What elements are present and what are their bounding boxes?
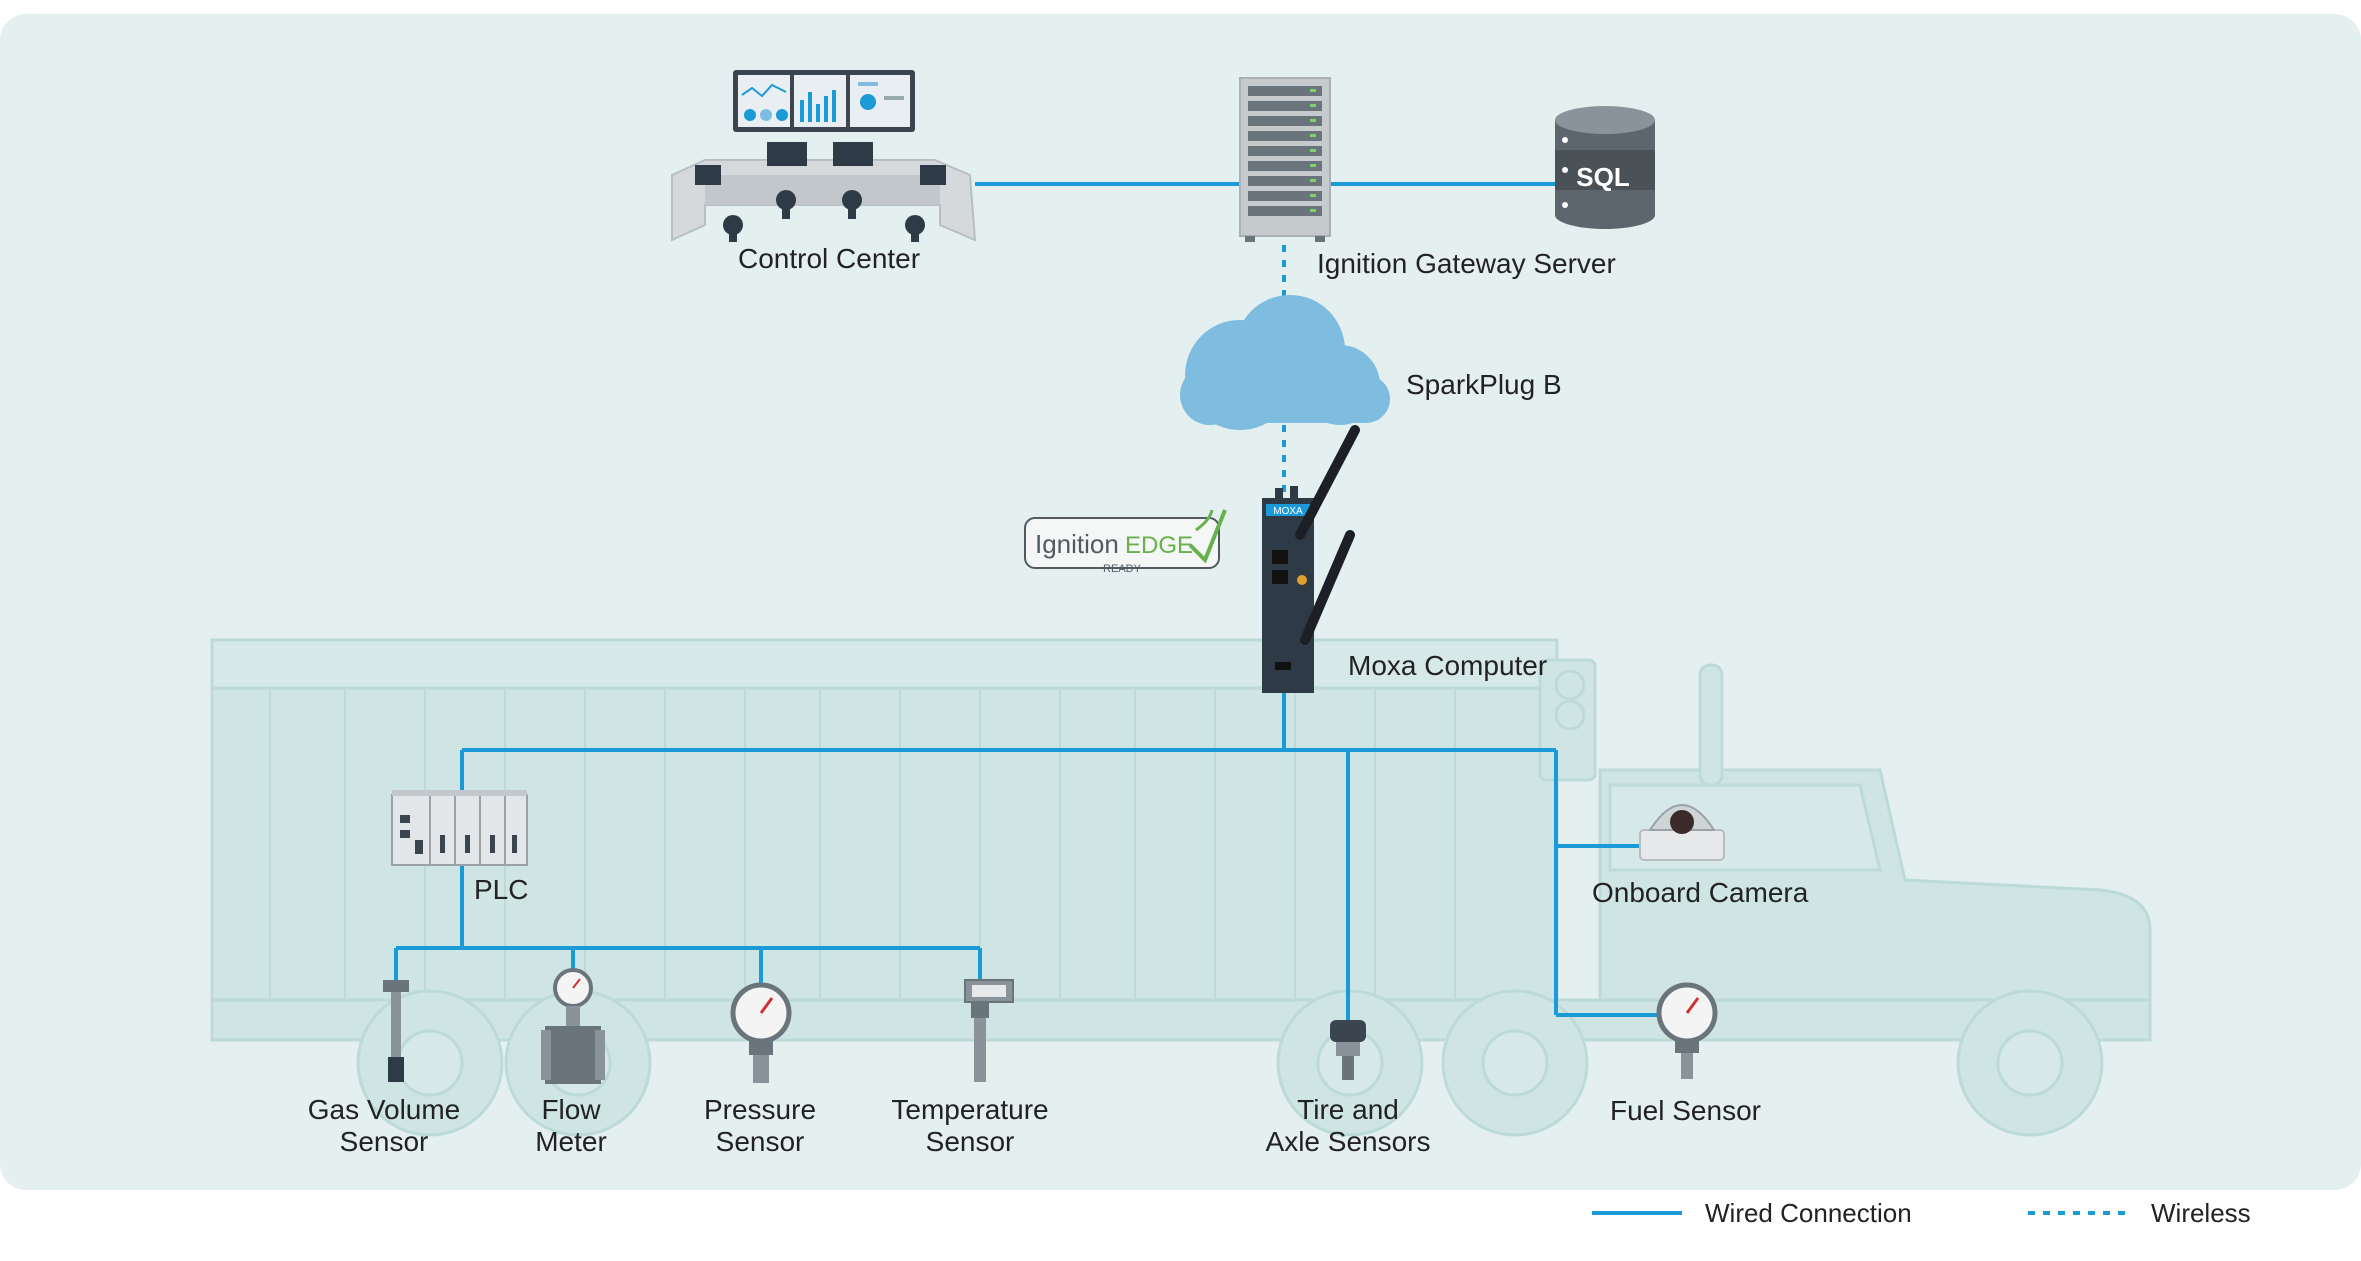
sparkplug-cloud-icon (1180, 295, 1390, 430)
edge-logo-ignition: Ignition (1035, 529, 1119, 559)
fuel-sensor-label: Fuel Sensor (1610, 1095, 1761, 1126)
moxa-computer-label: Moxa Computer (1348, 650, 1548, 681)
gateway-server-label: Ignition Gateway Server (1317, 248, 1616, 279)
pressure-line2: Sensor (715, 1126, 805, 1157)
temperature-sensor-label: Temperature Sensor (880, 1094, 1060, 1158)
plc-icon (391, 790, 528, 866)
gas-volume-sensor-label: Gas Volume Sensor (296, 1094, 472, 1158)
onboard-camera-label: Onboard Camera (1592, 877, 1809, 908)
gas-volume-line1: Gas Volume (307, 1094, 461, 1125)
sql-database-icon: SQL (1555, 106, 1655, 229)
legend-wireless-label: Wireless (2151, 1198, 2251, 1228)
ignition-edge-logo: Ignition EDGE READY (1024, 509, 1227, 575)
control-center-icon (671, 70, 977, 242)
temperature-line2: Sensor (925, 1126, 1015, 1157)
pressure-line1: Pressure (703, 1094, 817, 1125)
wired-connections (394, 182, 1660, 1020)
tire-axle-sensor-label: Tire and Axle Sensors (1248, 1094, 1448, 1158)
sparkplug-label: SparkPlug B (1406, 369, 1562, 400)
temperature-line1: Temperature (891, 1094, 1049, 1125)
plc-label: PLC (474, 874, 529, 905)
gas-volume-sensor-icon (383, 980, 409, 1082)
flow-meter-icon (541, 968, 605, 1084)
control-center-label: Control Center (738, 243, 921, 274)
tire-axle-sensor-icon (1330, 1020, 1366, 1080)
flow-meter-line1: Flow (541, 1094, 601, 1125)
temperature-sensor-icon (964, 979, 1014, 1082)
gateway-server-icon (1239, 77, 1331, 242)
flow-meter-line2: Meter (535, 1126, 607, 1157)
gas-volume-line2: Sensor (339, 1126, 429, 1157)
edge-logo-edge: EDGE (1125, 532, 1193, 559)
tire-axle-line1: Tire and (1297, 1094, 1399, 1125)
flow-meter-label: Flow Meter (511, 1094, 631, 1158)
edge-logo-ready: READY (1103, 563, 1142, 575)
onboard-camera-icon (1639, 804, 1725, 861)
moxa-computer-icon: MOXA (1262, 425, 1360, 693)
tire-axle-line2: Axle Sensors (1265, 1126, 1431, 1157)
sql-label: SQL (1576, 162, 1630, 192)
legend-wired-label: Wired Connection (1705, 1198, 1912, 1228)
moxa-brand-label: MOXA (1273, 506, 1303, 517)
pressure-sensor-icon (730, 982, 792, 1083)
fuel-sensor-icon (1656, 982, 1718, 1079)
pressure-sensor-label: Pressure Sensor (690, 1094, 830, 1158)
